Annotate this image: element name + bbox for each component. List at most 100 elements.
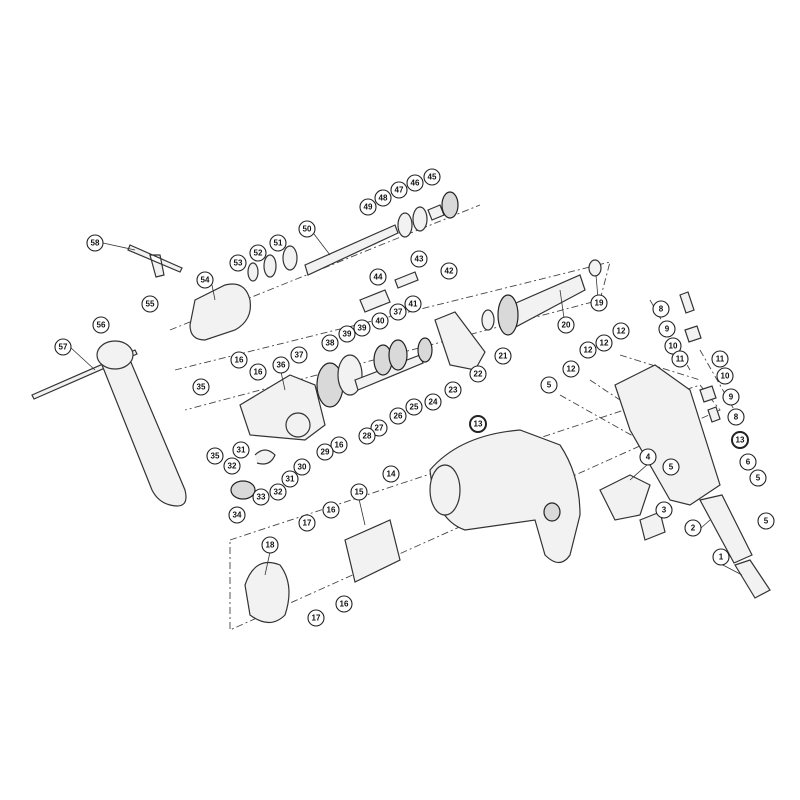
callout-31: 31	[232, 441, 250, 459]
svg-text:10: 10	[721, 372, 730, 381]
callout-13: 13	[731, 431, 749, 449]
callout-5: 5	[540, 376, 558, 394]
svg-text:1: 1	[719, 553, 724, 562]
callout-19: 19	[590, 294, 608, 312]
callout-39: 39	[353, 319, 371, 337]
callout-46: 46	[406, 174, 424, 192]
svg-text:22: 22	[474, 370, 483, 379]
callout-58: 58	[86, 234, 104, 252]
svg-text:12: 12	[617, 327, 626, 336]
svg-text:12: 12	[600, 339, 609, 348]
svg-text:16: 16	[235, 356, 244, 365]
callout-40: 40	[371, 312, 389, 330]
svg-text:39: 39	[343, 330, 352, 339]
spindle	[304, 224, 399, 276]
callout-5: 5	[662, 458, 680, 476]
svg-text:12: 12	[567, 365, 576, 374]
svg-text:16: 16	[335, 441, 344, 450]
svg-text:5: 5	[764, 517, 769, 526]
callout-35: 35	[192, 378, 210, 396]
svg-text:29: 29	[321, 448, 330, 457]
callout-11: 11	[711, 350, 729, 368]
callout-32: 32	[223, 457, 241, 475]
callout-37: 37	[389, 303, 407, 321]
svg-text:56: 56	[97, 321, 106, 330]
callout-27: 27	[370, 419, 388, 437]
callout-2: 2	[684, 519, 702, 537]
svg-text:40: 40	[376, 317, 385, 326]
svg-text:5: 5	[756, 474, 761, 483]
svg-text:45: 45	[428, 173, 437, 182]
svg-text:16: 16	[340, 600, 349, 609]
svg-text:50: 50	[303, 225, 312, 234]
callout-1: 1	[712, 548, 730, 566]
stator	[344, 519, 401, 583]
callout-13: 13	[469, 415, 487, 433]
callout-32: 32	[269, 483, 287, 501]
callout-29: 29	[316, 443, 334, 461]
callout-17: 17	[307, 609, 325, 627]
svg-text:30: 30	[298, 463, 307, 472]
svg-text:19: 19	[595, 299, 604, 308]
svg-text:11: 11	[716, 355, 725, 364]
svg-text:55: 55	[146, 300, 155, 309]
svg-text:31: 31	[237, 446, 246, 455]
svg-text:43: 43	[415, 255, 424, 264]
callout-8: 8	[652, 300, 670, 318]
callout-12: 12	[595, 334, 613, 352]
callout-14: 14	[382, 465, 400, 483]
svg-text:54: 54	[201, 276, 210, 285]
svg-text:2: 2	[691, 524, 696, 533]
parts	[31, 191, 771, 624]
callout-15: 15	[350, 483, 368, 501]
callout-6: 6	[739, 453, 757, 471]
svg-text:14: 14	[387, 470, 396, 479]
motor-housing	[429, 429, 581, 564]
callout-12: 12	[612, 322, 630, 340]
svg-text:6: 6	[746, 458, 751, 467]
svg-text:13: 13	[736, 436, 745, 445]
fan-baffle	[244, 561, 290, 624]
svg-text:17: 17	[303, 519, 312, 528]
svg-text:37: 37	[394, 308, 403, 317]
svg-text:8: 8	[734, 413, 739, 422]
callout-54: 54	[196, 271, 214, 289]
svg-text:49: 49	[364, 203, 373, 212]
capacitor	[639, 511, 666, 541]
svg-text:9: 9	[729, 393, 734, 402]
callout-12: 12	[579, 341, 597, 359]
callout-10: 10	[716, 367, 734, 385]
callout-20: 20	[557, 316, 575, 334]
svg-text:37: 37	[295, 351, 304, 360]
svg-text:38: 38	[326, 339, 335, 348]
callout-30: 30	[293, 458, 311, 476]
spring-clip	[254, 449, 276, 465]
svg-text:26: 26	[394, 412, 403, 421]
callout-21: 21	[494, 347, 512, 365]
svg-text:47: 47	[395, 186, 404, 195]
callout-10: 10	[664, 337, 682, 355]
callout-18: 18	[261, 536, 279, 554]
svg-text:46: 46	[411, 179, 420, 188]
callout-16: 16	[322, 501, 340, 519]
callout-38: 38	[321, 334, 339, 352]
callout-5: 5	[749, 469, 767, 487]
callout-9: 9	[722, 388, 740, 406]
svg-text:15: 15	[355, 488, 364, 497]
svg-text:27: 27	[375, 424, 384, 433]
callout-48: 48	[374, 189, 392, 207]
switch	[599, 474, 651, 521]
svg-text:16: 16	[254, 368, 263, 377]
svg-text:5: 5	[669, 463, 674, 472]
callout-5: 5	[757, 512, 775, 530]
plug	[734, 559, 771, 599]
rear-handle	[614, 364, 721, 506]
svg-text:5: 5	[547, 381, 552, 390]
callout-43: 43	[410, 250, 428, 268]
svg-text:4: 4	[646, 453, 651, 462]
svg-text:12: 12	[584, 346, 593, 355]
svg-text:44: 44	[374, 273, 383, 282]
svg-text:57: 57	[59, 343, 68, 352]
svg-text:3: 3	[662, 506, 667, 515]
